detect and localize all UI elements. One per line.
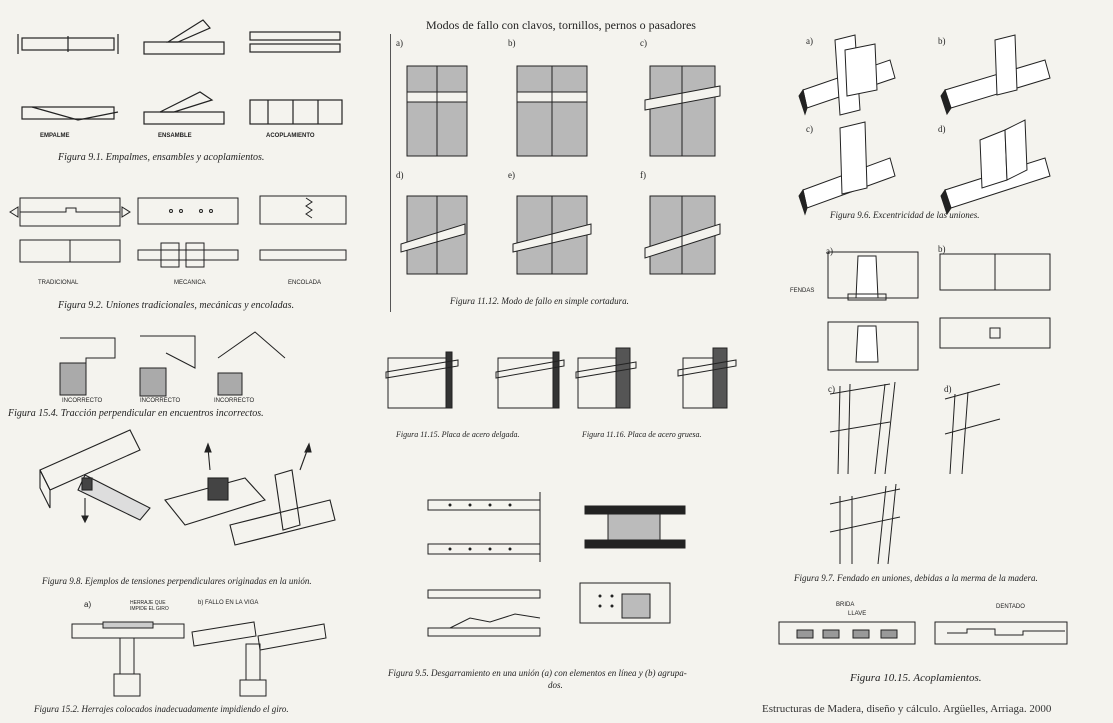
page-title: Modos de fallo con clavos, tornillos, pe…	[426, 18, 696, 32]
caption-fig-15-2: Figura 15.2. Herrajes colocados inadecua…	[34, 704, 289, 714]
fig-11-15-16-diagram	[385, 347, 737, 409]
footer-credit: Estructuras de Madera, diseño y cálculo.…	[762, 703, 1052, 715]
caption-fig-9-5-line2: dos.	[548, 680, 563, 690]
fig-11-12-panel-c: c)	[640, 38, 647, 48]
fig-11-12-panel-a: a)	[396, 38, 403, 48]
fig-9-7-panel-c: c)	[828, 384, 835, 394]
fig-9-6-panel-a: a)	[806, 36, 813, 46]
fig-15-2-label-a: a)	[84, 600, 92, 609]
caption-fig-11-15: Figura 11.15. Placa de acero delgada.	[396, 430, 520, 439]
caption-fig-9-8: Figura 9.8. Ejemplos de tensiones perpen…	[42, 576, 312, 586]
fig-15-4-diagram	[59, 331, 286, 397]
fig-15-2-diagram	[71, 621, 327, 697]
label-incorrecto-3: INCORRECTO	[214, 398, 255, 404]
label-ensamble: ENSAMBLE	[158, 133, 192, 139]
label-brida: BRIDA	[836, 602, 855, 608]
caption-fig-11-16: Figura 11.16. Placa de acero gruesa.	[582, 430, 702, 439]
label-incorrecto-2: INCORRECTO	[140, 398, 181, 404]
caption-fig-9-1: Figura 9.1. Empalmes, ensambles y acopla…	[58, 152, 265, 163]
fig-9-7-panel-a: a)	[826, 246, 833, 256]
caption-fig-9-2: Figura 9.2. Uniones tradicionales, mecán…	[58, 300, 295, 311]
caption-fig-9-6: Figura 9.6. Excentricidad de las uniones…	[830, 210, 980, 220]
label-fendas: FENDAS	[790, 288, 815, 294]
label-empalme: EMPALME	[40, 133, 70, 139]
fig-11-12-diagram	[400, 65, 721, 275]
fig-9-6-diagram	[798, 34, 1051, 216]
caption-fig-9-7: Figura 9.7. Fendado en uniones, debidas …	[794, 573, 1038, 583]
fig-9-5-diagram	[427, 492, 686, 637]
label-dentado: DENTADO	[996, 604, 1025, 610]
fig-11-12-panel-d: d)	[396, 170, 404, 180]
caption-fig-11-12: Figura 11.12. Modo de fallo en simple co…	[450, 296, 629, 306]
fig-15-2-note: HERRAJE QUE IMPIDE EL GIRO	[130, 600, 169, 612]
fig-9-6-panel-c: c)	[806, 124, 813, 134]
fig-9-8-diagram	[39, 429, 336, 546]
caption-fig-10-15: Figura 10.15. Acoplamientos.	[850, 672, 982, 684]
fig-9-7-panel-d: d)	[944, 384, 952, 394]
caption-fig-9-5-line1: Figura 9.5. Desgarramiento en una unión …	[388, 668, 687, 678]
label-mecanica: MECANICA	[174, 280, 206, 286]
fig-9-1-diagram	[17, 19, 343, 125]
fig-9-7-diagram	[827, 251, 1051, 565]
label-acoplamiento: ACOPLAMIENTO	[266, 133, 315, 139]
fig-11-12-panel-f: f)	[640, 170, 646, 180]
fig-10-15-diagram	[778, 621, 1068, 645]
label-incorrecto-1: INCORRECTO	[62, 398, 103, 404]
fig-15-2-label-b: b) FALLO EN LA VIGA	[198, 600, 259, 606]
fig-11-12-panel-b: b)	[508, 38, 516, 48]
caption-fig-15-4: Figura 15.4. Tracción perpendicular en e…	[8, 408, 264, 419]
fig-11-12-panel-e: e)	[508, 170, 515, 180]
fig-9-6-panel-d: d)	[938, 124, 946, 134]
label-encolada: ENCOLADA	[288, 280, 322, 286]
fig-9-6-panel-b: b)	[938, 36, 946, 46]
fig-9-7-panel-b: b)	[938, 244, 946, 254]
fig-11-12-border	[390, 34, 391, 312]
fig-9-2-diagram	[9, 195, 347, 268]
label-tradicional: TRADICIONAL	[38, 280, 79, 286]
label-llave: LLAVE	[848, 611, 867, 617]
